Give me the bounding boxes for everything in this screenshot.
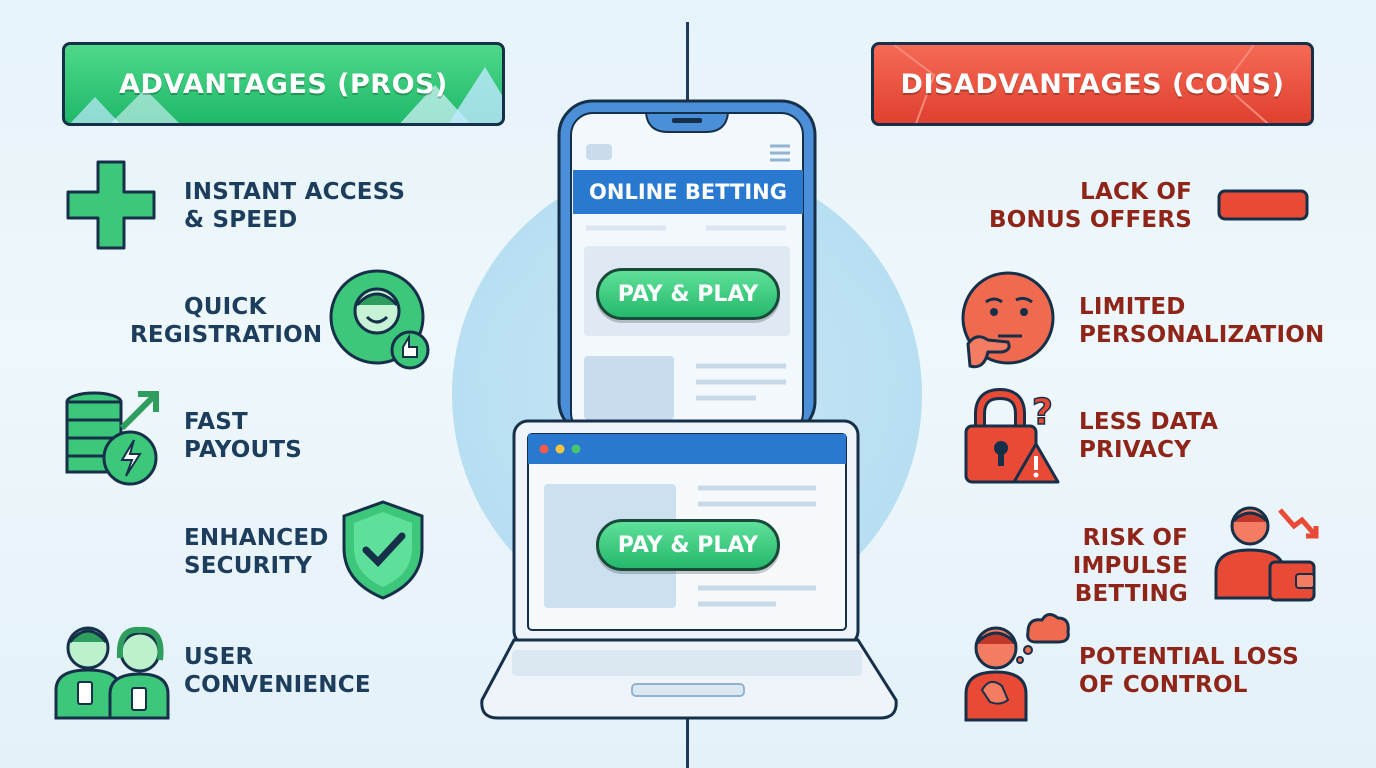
pros-title: ADVANTAGES (PROS) (119, 68, 448, 100)
laptop-frame (480, 419, 898, 720)
con-item-line2: PRIVACY (1079, 437, 1192, 463)
con-item-line1: POTENTIAL LOSS (1079, 644, 1300, 670)
shield-check-icon (342, 500, 424, 600)
padlock-warning-icon: ? (964, 388, 1060, 484)
plus-icon (66, 160, 156, 250)
pro-item-line1: QUICK (184, 294, 267, 320)
con-item-limited-personalization: LIMITED PERSONALIZATION (1079, 293, 1324, 349)
pro-item-line2: SECURITY (184, 553, 313, 579)
thinking-face-icon (961, 271, 1055, 369)
con-item-line2: BETTING (1074, 581, 1188, 607)
pro-item-line1: USER (184, 644, 254, 670)
phone-pay-and-play-button[interactable]: PAY & PLAY (596, 268, 780, 320)
pro-item-line2: REGISTRATION (130, 322, 323, 348)
pros-banner: ADVANTAGES (PROS) (62, 42, 505, 126)
smiling-user-thumbs-up-icon (329, 269, 430, 370)
con-item-line1: RISK OF IMPULSE (1072, 525, 1188, 579)
pro-item-line1: INSTANT ACCESS (184, 179, 406, 205)
pro-item-instant-access: INSTANT ACCESS & SPEED (184, 178, 405, 234)
cons-title: DISADVANTAGES (CONS) (900, 68, 1285, 100)
con-item-lack-of-bonus: LACK OF BONUS OFFERS (970, 178, 1192, 234)
con-item-line2: OF CONTROL (1079, 672, 1248, 698)
pro-item-line2: CONVENIENCE (184, 672, 371, 698)
pro-item-line2: & SPEED (184, 207, 298, 233)
laptop-pay-and-play-button[interactable]: PAY & PLAY (596, 519, 780, 571)
con-item-potential-loss: POTENTIAL LOSS OF CONTROL (1079, 643, 1299, 699)
pro-item-fast-payouts: FAST PAYOUTS (184, 408, 302, 464)
con-item-line1: LIMITED (1079, 294, 1186, 320)
user-falling-wallet-icon (1214, 506, 1319, 602)
svg-text:?: ? (1032, 392, 1053, 433)
phone-header: ONLINE BETTING (573, 170, 803, 214)
con-item-line2: PERSONALIZATION (1079, 322, 1325, 348)
con-item-line1: LESS DATA (1079, 409, 1219, 435)
pro-item-enhanced-security: ENHANCED SECURITY (184, 524, 329, 580)
coin-stack-bolt-icon (65, 391, 159, 486)
pro-item-line2: PAYOUTS (184, 437, 303, 463)
con-item-line2: BONUS OFFERS (989, 207, 1192, 233)
pro-item-quick-registration: QUICK REGISTRATION (130, 293, 323, 349)
con-item-less-data-privacy: LESS DATA PRIVACY (1079, 408, 1218, 464)
cons-banner: DISADVANTAGES (CONS) (871, 42, 1314, 126)
mountains-decoration (70, 67, 502, 123)
con-item-risk-of-impulse: RISK OF IMPULSE BETTING (960, 524, 1188, 608)
worried-user-cloud-icon (964, 613, 1070, 722)
minus-icon (1217, 189, 1309, 221)
pro-item-line1: ENHANCED (184, 525, 329, 551)
con-item-line1: LACK OF (1080, 179, 1192, 205)
two-users-phones-icon (54, 626, 170, 720)
pro-item-line1: FAST (184, 409, 248, 435)
cracks-decoration (893, 45, 1269, 123)
pro-item-user-convenience: USER CONVENIENCE (184, 643, 371, 699)
